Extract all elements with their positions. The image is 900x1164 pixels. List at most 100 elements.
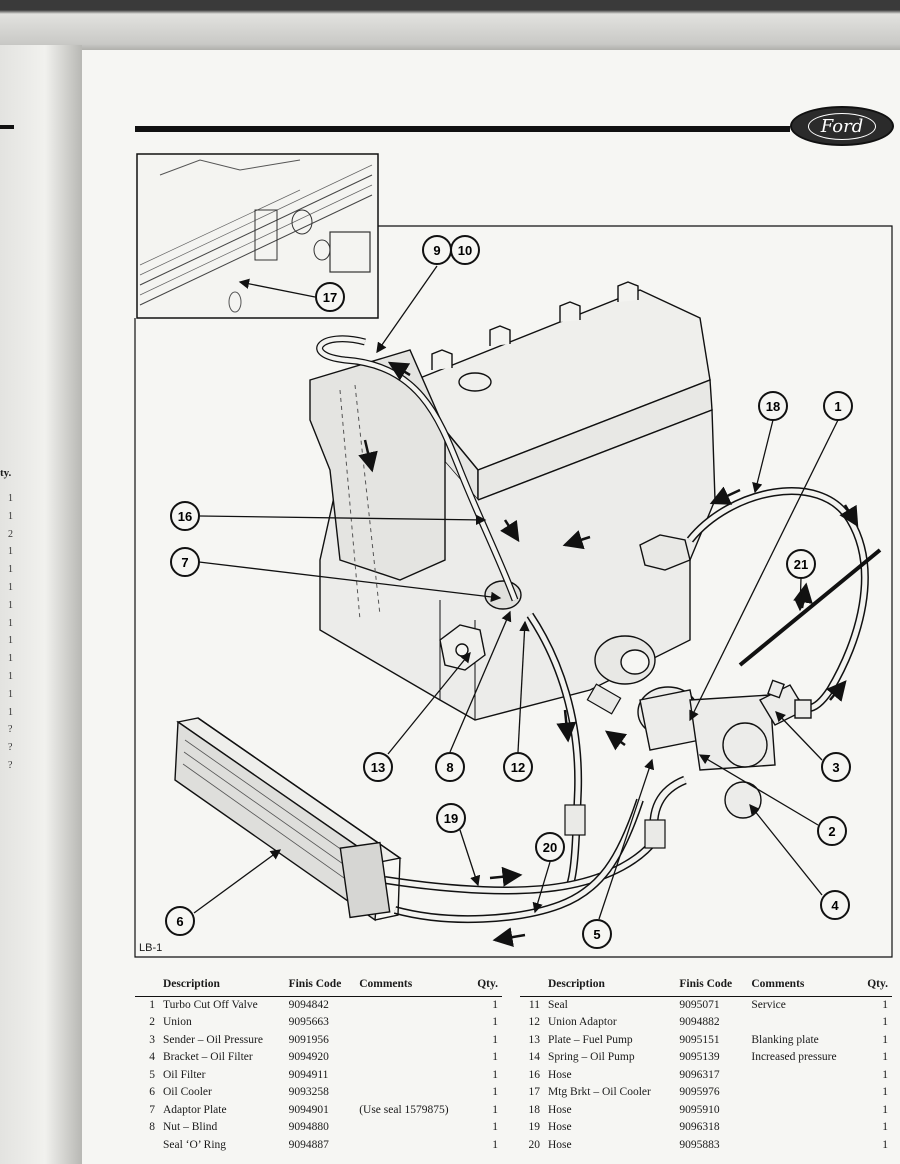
cell-num: 1 <box>149 998 155 1011</box>
callout-label: 5 <box>593 927 600 942</box>
engine-oil-system-diagram <box>134 153 893 958</box>
callout-label: 18 <box>766 399 780 414</box>
previous-page-qty: 1 <box>8 546 13 558</box>
previous-page-qty: ? <box>8 760 13 771</box>
callout-9: 9 <box>422 235 452 265</box>
callout-8: 8 <box>435 752 465 782</box>
cell-description: Sender – Oil Pressure <box>163 1033 263 1046</box>
ford-logo: Ford <box>790 106 894 146</box>
callout-label: 2 <box>828 824 835 839</box>
cell-finis-code: 9093258 <box>288 1086 329 1098</box>
cell-finis-code: 9095910 <box>679 1103 720 1116</box>
callout-19: 19 <box>436 803 466 833</box>
callout-2: 2 <box>817 816 847 846</box>
callout-16: 16 <box>170 501 200 531</box>
cell-comments: Service <box>751 998 786 1011</box>
callout-label: 20 <box>543 840 557 855</box>
callout-label: 7 <box>181 555 188 570</box>
cell-description: Oil Cooler <box>163 1086 212 1098</box>
cell-num: 14 <box>528 1051 541 1063</box>
cell-num: 20 <box>528 1138 541 1151</box>
cell-num: 18 <box>528 1103 541 1116</box>
cell-num: 7 <box>149 1103 155 1116</box>
cell-qty: 1 <box>882 1138 888 1151</box>
cell-comments <box>355 1119 468 1137</box>
callout-label: 6 <box>176 914 183 929</box>
col-num <box>520 976 544 997</box>
cell-qty: 1 <box>492 1121 498 1133</box>
previous-page-qty: 2 <box>8 528 13 540</box>
cell-num: 19 <box>528 1121 541 1133</box>
callout-label: 16 <box>178 509 192 524</box>
previous-page-qty: 1 <box>8 582 13 593</box>
previous-page-qty-header: ty. <box>0 467 12 479</box>
callout-7: 7 <box>170 547 200 577</box>
leader-lines <box>193 265 839 920</box>
cell-qty: 1 <box>882 1016 888 1028</box>
cell-qty: 1 <box>492 1068 498 1081</box>
previous-page-qty: 1 <box>8 635 13 647</box>
cell-comments: (Use seal 1579875) <box>359 1103 449 1116</box>
cell-qty: 1 <box>492 1033 498 1046</box>
oil-hoses <box>316 335 869 924</box>
callout-label: 17 <box>323 290 337 305</box>
cell-description: Nut – Blind <box>163 1121 218 1133</box>
cell-qty: 1 <box>882 1086 888 1098</box>
callout-3: 3 <box>821 752 851 782</box>
cell-finis-code: 9094920 <box>288 1051 329 1063</box>
col-finis-code: Finis Code <box>675 976 748 997</box>
col-comments: Comments <box>747 976 858 997</box>
callout-label: 21 <box>794 557 808 572</box>
cell-finis-code: 9094880 <box>288 1121 329 1133</box>
cell-num: 4 <box>149 1051 155 1063</box>
cell-finis-code: 9094882 <box>679 1016 720 1028</box>
cell-qty: 1 <box>492 1103 498 1116</box>
table-row: 13 Plate – Fuel Pump 9095151 Blanking plate… <box>520 1032 892 1050</box>
cell-finis-code: 9095663 <box>288 1016 329 1028</box>
cell-num: 13 <box>528 1033 541 1046</box>
previous-page-qty: 1 <box>8 493 13 504</box>
cell-num: 3 <box>149 1033 155 1046</box>
cell-num: 11 <box>528 998 540 1011</box>
col-finis-code: Finis Code <box>284 976 356 997</box>
cell-qty: 1 <box>492 998 498 1011</box>
callout-label: 4 <box>831 898 839 913</box>
col-num <box>135 976 159 997</box>
cell-description: Seal <box>548 998 568 1011</box>
cell-description: Plate – Fuel Pump <box>548 1033 633 1046</box>
cell-description: Mtg Brkt – Oil Cooler <box>548 1086 651 1098</box>
cell-comments <box>747 1067 858 1085</box>
callout-label: 1 <box>834 399 841 414</box>
callout-label: 19 <box>444 811 458 826</box>
cell-qty: 1 <box>882 1068 888 1081</box>
previous-page-qty: ? <box>8 724 13 736</box>
cell-num: 16 <box>528 1068 541 1081</box>
figure-label: LB-1 <box>139 942 163 954</box>
col-qty: Qty. <box>468 976 502 997</box>
previous-page-qty: 1 <box>8 706 13 718</box>
cell-description: Hose <box>548 1121 572 1133</box>
callout-10: 10 <box>450 235 480 265</box>
cell-comments: Blanking plate <box>751 1033 819 1046</box>
cell-finis-code: 9094911 <box>288 1068 329 1081</box>
cell-comments <box>355 1137 468 1155</box>
cell-finis-code: 9094901 <box>288 1103 329 1116</box>
cell-description: Adaptor Plate <box>163 1103 227 1116</box>
ford-logo-text: Ford <box>807 112 877 140</box>
cell-finis-code: 9095151 <box>679 1033 720 1046</box>
